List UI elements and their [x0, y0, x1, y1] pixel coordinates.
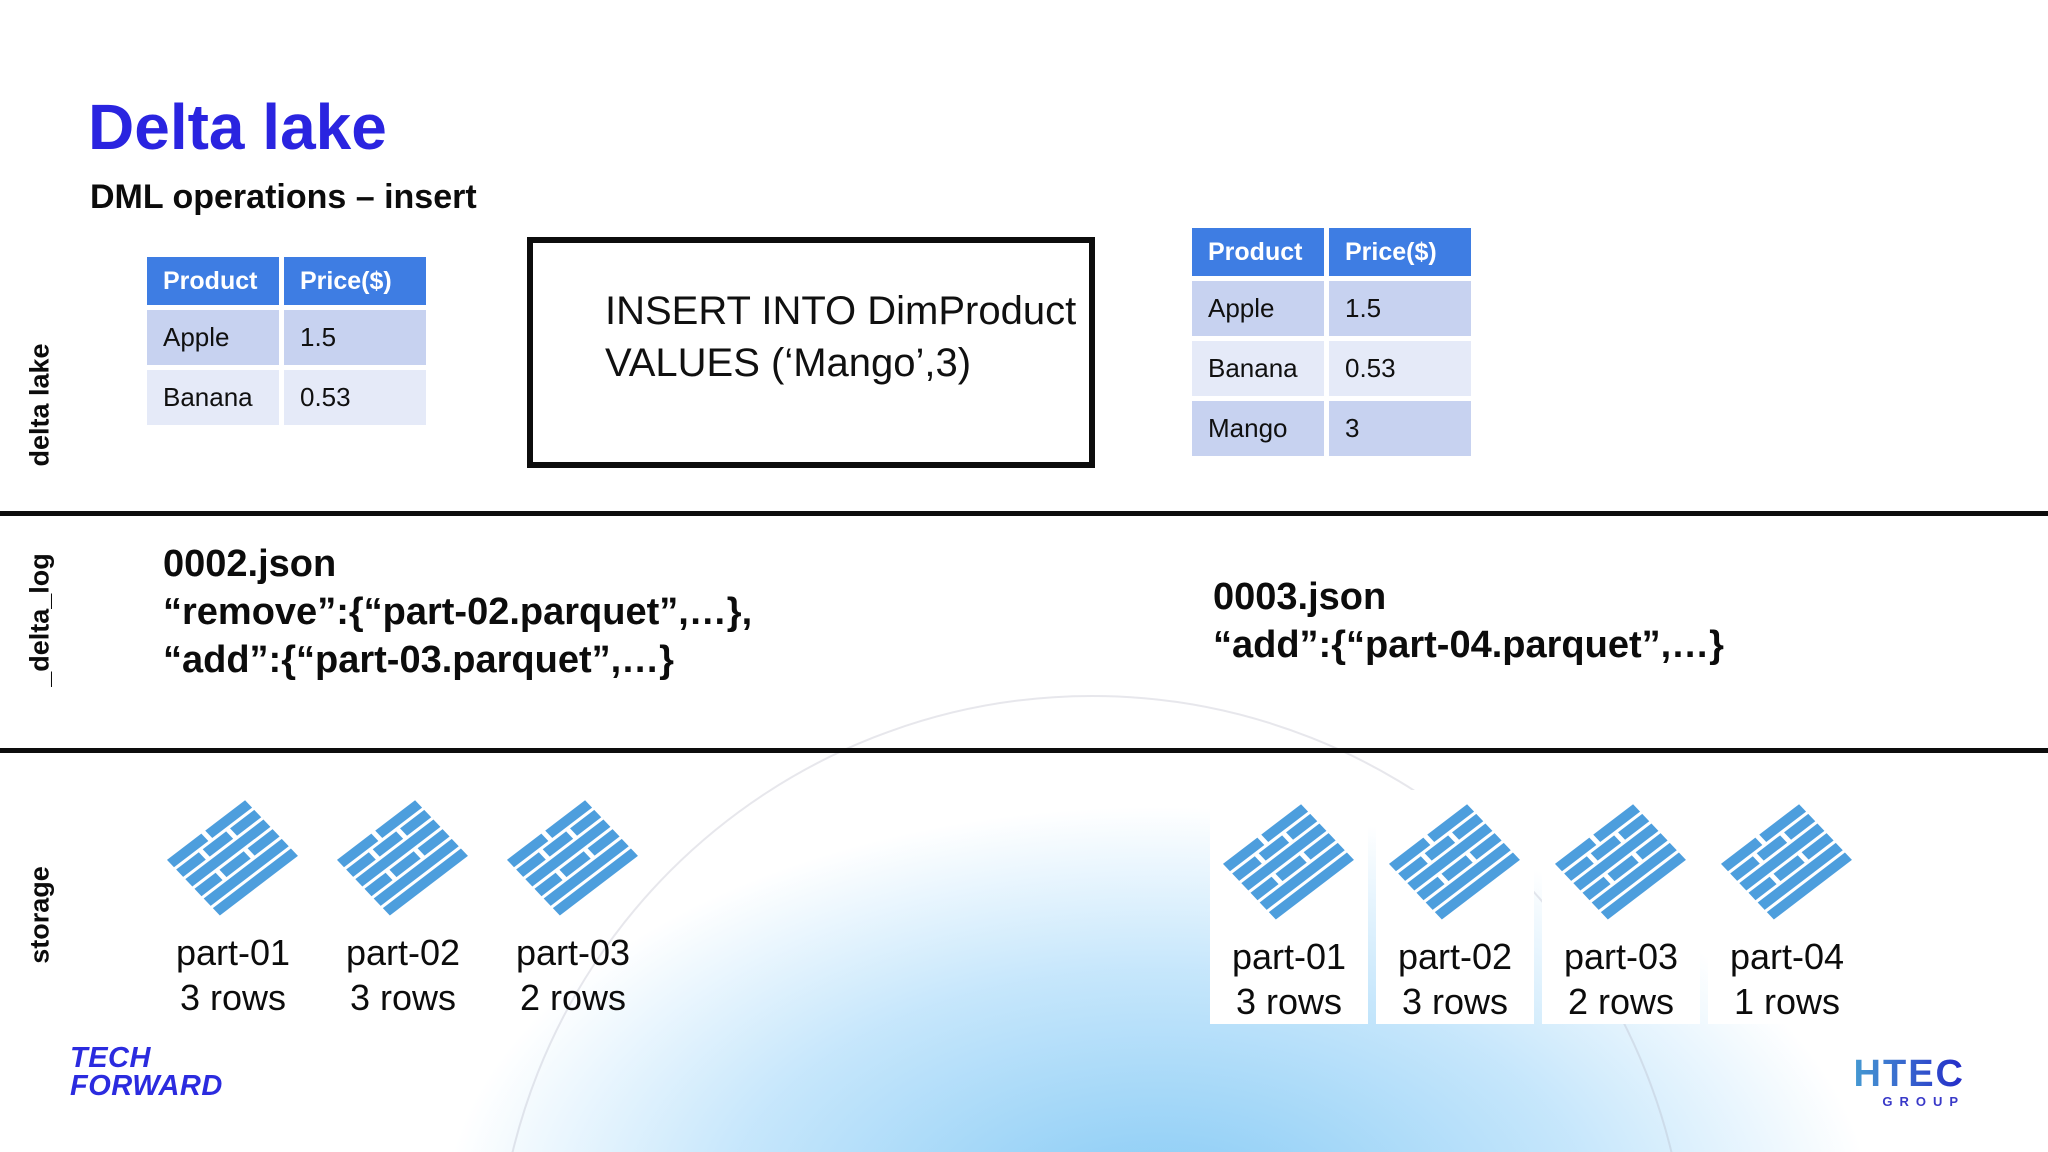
log-add-line: “add”:{“part-03.parquet”,…} [163, 639, 674, 681]
parquet-file-icon [506, 800, 638, 916]
table-header-price: Price($) [284, 257, 426, 305]
table-cell: Banana [147, 370, 279, 425]
file-name: part-02 [1397, 936, 1513, 977]
divider-line-bottom [0, 748, 2048, 753]
file-tile: part-03 2 rows [1542, 790, 1700, 1024]
file-name: part-01 [175, 932, 291, 973]
section-label-storage: storage [24, 866, 55, 964]
file-row-count: 2 rows [1567, 981, 1675, 1022]
file-tile: part-02 3 rows [322, 786, 484, 1020]
table-cell: Banana [1192, 341, 1324, 396]
table-cell: Apple [147, 310, 279, 365]
file-tile: part-03 2 rows [492, 786, 654, 1020]
parquet-file-icon [1554, 804, 1686, 920]
parquet-file-icon [336, 800, 468, 916]
table-cell: 1.5 [1329, 281, 1471, 336]
log-add-line: “add”:{“part-04.parquet”,…} [1213, 624, 1724, 666]
file-name: part-02 [345, 932, 461, 973]
file-tile: part-01 3 rows [152, 786, 314, 1020]
file-row-count: 3 rows [349, 977, 457, 1018]
table-cell: 0.53 [284, 370, 426, 425]
table-cell: 1.5 [284, 310, 426, 365]
file-row-count: 2 rows [519, 977, 627, 1018]
section-label-delta-lake: delta lake [24, 343, 55, 467]
file-tile: part-01 3 rows [1210, 790, 1368, 1024]
parquet-file-icon [1222, 804, 1354, 920]
sql-line-1: INSERT INTO DimProduct [605, 289, 1077, 333]
storage-files-before: part-01 3 rows part-02 3 rows part-03 2 … [152, 786, 654, 1020]
page-subtitle: DML operations – insert [90, 178, 477, 216]
tech-forward-logo-line1: TECH [70, 1042, 151, 1074]
product-table-after: Product Price($) Apple 1.5 Banana 0.53 M… [1192, 228, 1471, 456]
parquet-file-icon [166, 800, 298, 916]
file-name: part-01 [1231, 936, 1347, 977]
section-label-delta-log: _delta_log [24, 553, 55, 687]
file-row-count: 3 rows [1235, 981, 1343, 1022]
parquet-file-icon [1720, 804, 1852, 920]
divider-line-top [0, 511, 2048, 516]
file-name: part-03 [515, 932, 631, 973]
table-header-price: Price($) [1329, 228, 1471, 276]
sql-statement-text: INSERT INTO DimProduct VALUES (‘Mango’,3… [605, 285, 1076, 389]
table-cell: 3 [1329, 401, 1471, 456]
file-row-count: 1 rows [1733, 981, 1841, 1022]
file-row-count: 3 rows [179, 977, 287, 1018]
table-cell: Mango [1192, 401, 1324, 456]
table-header-product: Product [1192, 228, 1324, 276]
file-tile: part-04 1 rows [1708, 790, 1866, 1024]
file-name: part-04 [1729, 936, 1845, 977]
htec-logo-group-label: GROUP [1882, 1094, 1965, 1109]
storage-files-after: part-01 3 rows part-02 3 rows part-03 2 … [1210, 790, 1866, 1024]
table-cell: Apple [1192, 281, 1324, 336]
table-cell: 0.53 [1329, 341, 1471, 396]
delta-log-entry-0003: 0003.json “add”:{“part-04.parquet”,…} [1213, 573, 1724, 669]
htec-logo-wordmark: HTEC [1815, 1055, 1965, 1093]
page-title: Delta lake [88, 91, 387, 163]
delta-log-entry-0002: 0002.json “remove”:{“part-02.parquet”,…}… [163, 540, 752, 684]
file-row-count: 3 rows [1401, 981, 1509, 1022]
log-filename: 0003.json [1213, 576, 1387, 618]
htec-group-logo: HTEC GROUP [1815, 1055, 1965, 1109]
parquet-file-icon [1388, 804, 1520, 920]
file-tile: part-02 3 rows [1376, 790, 1534, 1024]
file-name: part-03 [1563, 936, 1679, 977]
log-remove-line: “remove”:{“part-02.parquet”,…}, [163, 591, 753, 633]
log-filename: 0002.json [163, 543, 337, 585]
tech-forward-logo-line2: FORWARD [70, 1070, 223, 1102]
sql-statement-box: INSERT INTO DimProduct VALUES (‘Mango’,3… [527, 237, 1095, 468]
tech-forward-logo: TECH FORWARD [70, 1042, 223, 1102]
sql-line-2: VALUES (‘Mango’,3) [605, 341, 972, 385]
product-table-before: Product Price($) Apple 1.5 Banana 0.53 [147, 257, 426, 425]
table-header-product: Product [147, 257, 279, 305]
